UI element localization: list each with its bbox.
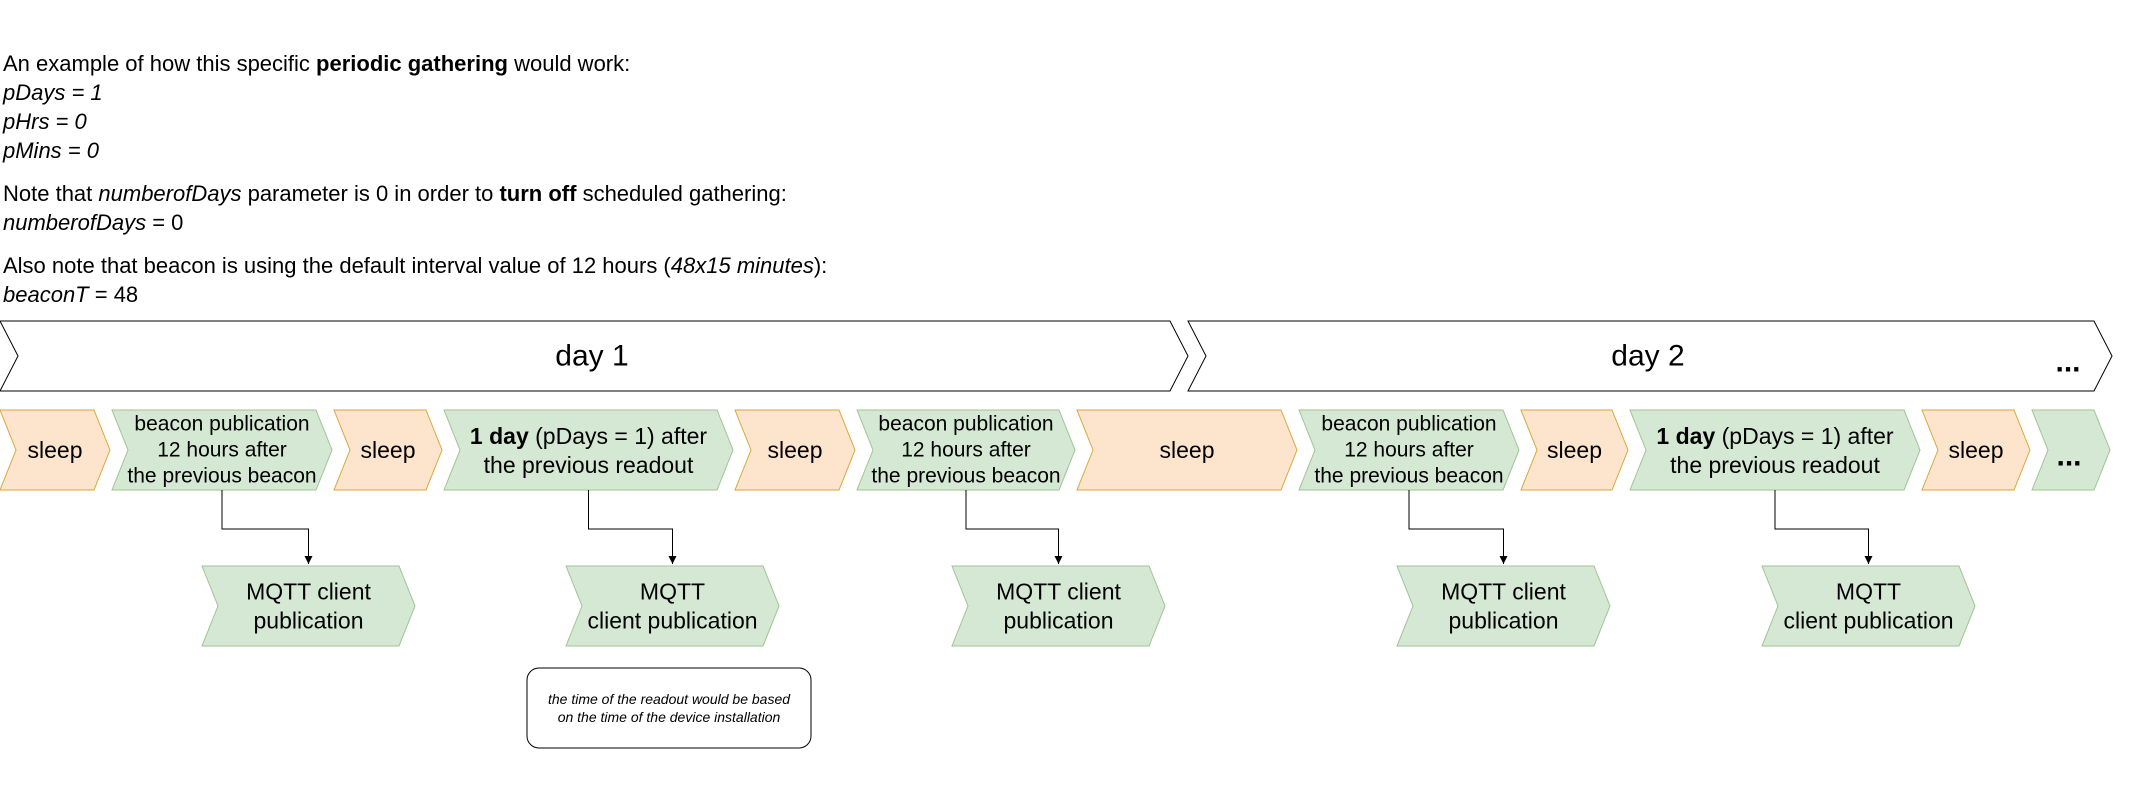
readout-time-note-text: the time of the readout would be based [548,691,791,707]
connector-arrow [221,490,313,564]
sleep-label: sleep [1547,437,1602,463]
mqtt-publication-label: publication [1449,608,1559,634]
timeline-step-more [2031,409,2111,491]
mqtt-publication [201,565,416,647]
mqtt-publication-label: publication [1004,608,1114,634]
intro-text-plain: would work: [507,51,631,76]
day-label: day 2 [1611,340,1684,373]
readout-param: (pDays = 1) after [529,423,708,449]
connector-arrow [588,490,677,564]
mqtt-publication-label: MQTT [640,579,705,605]
connector-arrow [965,490,1063,564]
beacon-label-line: the previous beacon [871,465,1060,488]
timeline-step-beacon [111,409,333,491]
param-phrs: pHrs = 0 [3,109,87,134]
mqtt-publication [1396,565,1611,647]
timeline-step-beacon [1298,409,1520,491]
connector-arrow [1774,490,1873,564]
readout-param: (pDays = 1) after [1715,423,1894,449]
mqtt-publication [1761,565,1976,647]
param-beacont: beaconT = 48 [3,282,139,307]
timeline-step-readout [1629,409,1921,491]
mqtt-publication [951,565,1166,647]
beacon-label-line: beacon publication [1321,413,1496,436]
intro-text-bold: periodic gathering [316,51,508,76]
mqtt-publication-label: client publication [587,608,757,634]
beacon-label-line: beacon publication [134,413,309,436]
sleep-label: sleep [768,437,823,463]
beacon-label-line: the previous beacon [1314,465,1503,488]
timeline-step-sleep [1921,409,2031,491]
beacon-label-line: 12 hours after [901,439,1031,462]
beacon-label-line: 12 hours after [1344,439,1474,462]
day-banner-1 [0,320,1189,392]
timeline-step-beacon [856,409,1076,491]
readout-label-line-2: the previous readout [1670,452,1880,478]
sleep-label: sleep [1160,437,1215,463]
readout-time-note [526,667,812,749]
intro-text: An example of how this specific periodic… [3,49,827,309]
beacon-label-line: 12 hours after [157,439,287,462]
beacon-note-line: Also note that beacon is using the defau… [3,253,828,278]
note-line: Note that numberofDays parameter is 0 in… [3,181,787,206]
param-pdays: pDays = 1 [3,80,103,105]
mqtt-publication-label: MQTT client [246,579,371,605]
sleep-label: sleep [361,437,416,463]
day-continuation-ellipsis: ... [2055,346,2080,379]
timeline-step-sleep [0,409,111,491]
mqtt-publication-label: MQTT client [996,579,1121,605]
timeline-step-readout [443,409,734,491]
timeline-step-sleep [734,409,856,491]
mqtt-publication-label: MQTT client [1441,579,1566,605]
day-label: day 1 [555,340,628,373]
sleep-label: sleep [28,437,83,463]
beacon-label-line: the previous beacon [127,465,316,488]
intro-line-1: An example of how this specific periodic… [3,49,827,78]
sleep-label: sleep [1949,437,2004,463]
timeline-step-sleep [333,409,443,491]
mqtt-publication-label: publication [254,608,364,634]
timeline-step-sleep [1076,409,1298,491]
beacon-label-line: beacon publication [878,413,1053,436]
param-numberofdays: numberofDays = 0 [3,210,184,235]
readout-period: 1 day [1656,423,1715,449]
timeline-continuation-ellipsis: ... [2056,440,2081,473]
readout-label-line-2: the previous readout [484,452,694,478]
connector-arrow [1408,490,1508,564]
timeline-step-sleep [1520,409,1629,491]
readout-label-line-1: 1 day (pDays = 1) after [470,423,707,449]
day-banner-2 [1187,320,2113,392]
readout-label-line-1: 1 day (pDays = 1) after [1656,423,1893,449]
mqtt-publication [565,565,780,647]
mqtt-publication-label: client publication [1783,608,1953,634]
readout-time-note-text: on the time of the device installation [558,709,781,725]
intro-text-plain: An example of how this specific [3,51,317,76]
mqtt-publication-label: MQTT [1836,579,1901,605]
param-pmins: pMins = 0 [3,138,99,163]
readout-period: 1 day [470,423,529,449]
